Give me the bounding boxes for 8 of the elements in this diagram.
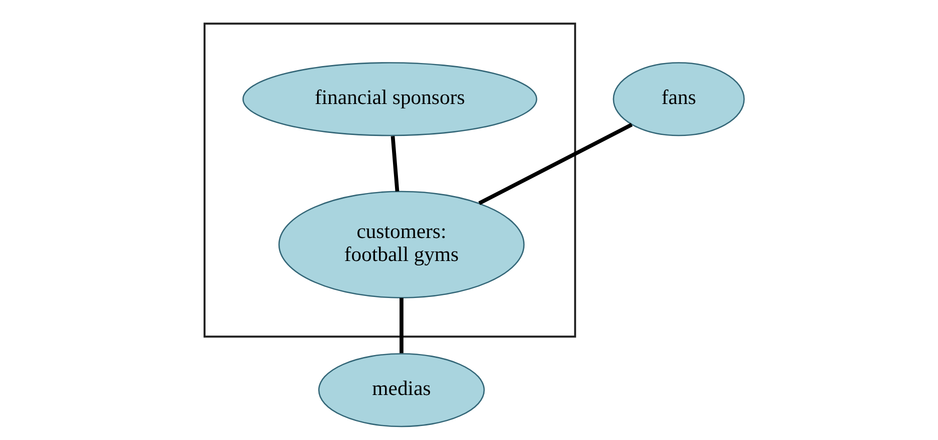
connector [390, 136, 400, 192]
connector [400, 298, 404, 354]
node-ellipse: financial sponsors [242, 62, 538, 136]
cluster [204, 22, 576, 338]
node-ellipse: customers: football gyms [278, 190, 525, 298]
connector [478, 122, 633, 205]
node-ellipse: fans [612, 62, 745, 136]
node-ellipse: medias [318, 353, 485, 428]
